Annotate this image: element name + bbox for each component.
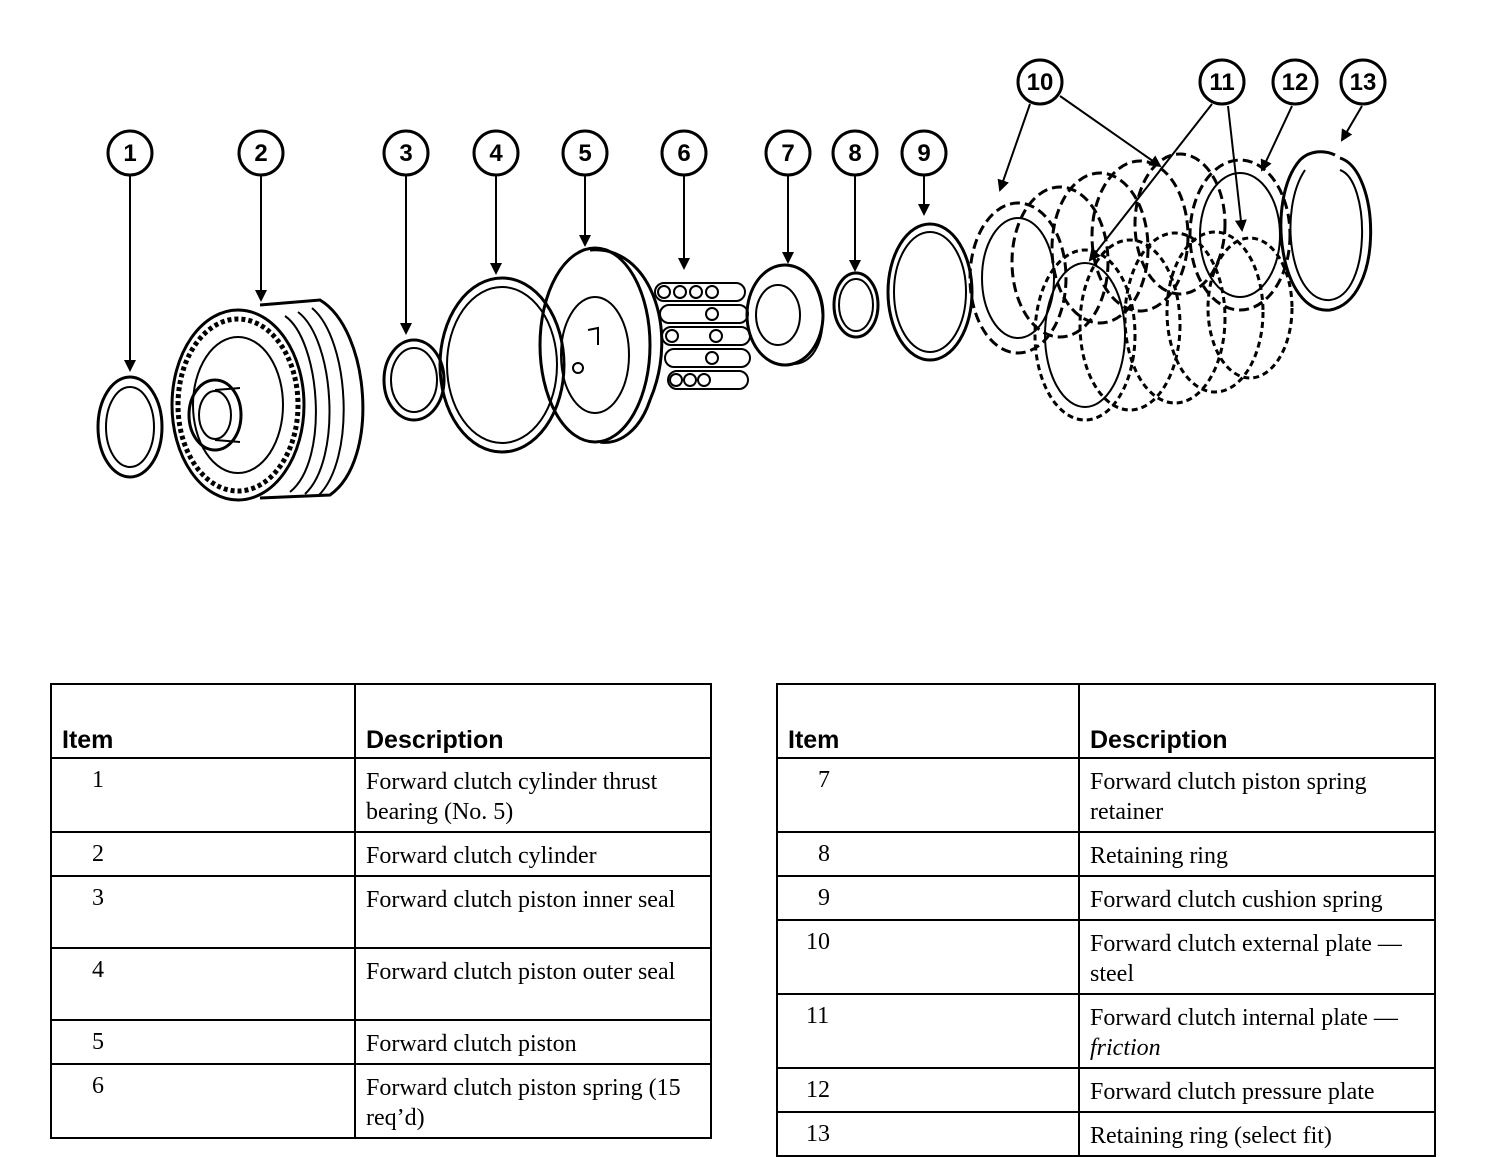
row-item: 7	[776, 757, 1080, 833]
svg-text:3: 3	[399, 140, 412, 167]
header-item: Item	[776, 683, 1080, 759]
row-item: 12	[776, 1067, 1080, 1113]
table-header-row: Item Description	[50, 683, 712, 759]
part-3-inner-seal	[382, 338, 446, 422]
row-item: 11	[776, 993, 1080, 1069]
table-row: 3 Forward clutch piston inner seal	[50, 875, 712, 949]
part-6-piston-springs	[654, 282, 751, 390]
table-row: 2 Forward clutch cylinder	[50, 831, 712, 877]
row-item: 13	[776, 1111, 1080, 1157]
row-description: Forward clutch cylinder	[354, 831, 712, 877]
callout-1: 1	[106, 129, 154, 177]
row-description: Forward clutch internal plate — friction	[1078, 993, 1436, 1069]
svg-text:8: 8	[848, 140, 861, 167]
svg-text:6: 6	[677, 140, 690, 167]
row-item: 2	[50, 831, 356, 877]
callout-4: 4	[472, 129, 520, 177]
row-item: 8	[776, 831, 1080, 877]
callout-10: 10	[1016, 58, 1064, 106]
callouts: 1 2 3 4 5 6 7 8 9 10 11 12 13	[106, 58, 1387, 177]
svg-text:10: 10	[1027, 69, 1054, 96]
svg-text:2: 2	[254, 140, 267, 167]
callout-5: 5	[561, 129, 609, 177]
row-item: 6	[50, 1063, 356, 1139]
row-description: Forward clutch piston inner seal	[354, 875, 712, 949]
callout-3: 3	[382, 129, 430, 177]
svg-text:4: 4	[489, 140, 503, 167]
callout-12: 12	[1271, 58, 1319, 106]
part-2-clutch-cylinder	[170, 298, 365, 502]
row-description: Forward clutch piston spring retainer	[1078, 757, 1436, 833]
callout-8: 8	[831, 129, 879, 177]
row-item: 3	[50, 875, 356, 949]
part-7-spring-retainer	[745, 263, 825, 367]
row-description: Retaining ring (select fit)	[1078, 1111, 1436, 1157]
row-description: Forward clutch piston spring (15 req’d)	[354, 1063, 712, 1139]
table-row: 4 Forward clutch piston outer seal	[50, 947, 712, 1021]
row-description-italic: friction	[1090, 1035, 1161, 1061]
row-item: 5	[50, 1019, 356, 1065]
table-row: 5 Forward clutch piston	[50, 1019, 712, 1065]
table-row: 11 Forward clutch internal plate — frict…	[776, 993, 1436, 1069]
svg-text:9: 9	[917, 140, 930, 167]
table-row: 1 Forward clutch cylinder thrust bearing…	[50, 757, 712, 833]
parts-table-right: Item Description 7 Forward clutch piston…	[776, 683, 1436, 1157]
row-item: 1	[50, 757, 356, 833]
row-description: Forward clutch external plate — steel	[1078, 919, 1436, 995]
callout-9: 9	[900, 129, 948, 177]
exploded-view-diagram: 1 2 3 4 5 6 7 8 9 10 11 12 13	[96, 58, 1387, 502]
callout-2: 2	[237, 129, 285, 177]
svg-text:12: 12	[1282, 69, 1309, 96]
part-13-select-fit-ring	[1279, 150, 1373, 312]
part-5-piston	[538, 246, 664, 444]
row-item: 4	[50, 947, 356, 1021]
table-header-row: Item Description	[776, 683, 1436, 759]
table-row: 7 Forward clutch piston spring retainer	[776, 757, 1436, 833]
row-description: Forward clutch cushion spring	[1078, 875, 1436, 921]
part-4-outer-seal	[438, 276, 566, 454]
row-description: Forward clutch piston outer seal	[354, 947, 712, 1021]
table-row: 12 Forward clutch pressure plate	[776, 1067, 1436, 1113]
svg-text:11: 11	[1209, 69, 1234, 96]
header-item: Item	[50, 683, 356, 759]
svg-text:5: 5	[578, 140, 591, 167]
callout-13: 13	[1339, 58, 1387, 106]
callout-11: 11	[1198, 58, 1246, 106]
header-description: Description	[1078, 683, 1436, 759]
callout-6: 6	[660, 129, 708, 177]
parts-table-left: Item Description 1 Forward clutch cylind…	[50, 683, 712, 1139]
table-row: 6 Forward clutch piston spring (15 req’d…	[50, 1063, 712, 1139]
svg-text:1: 1	[123, 140, 136, 167]
svg-text:13: 13	[1350, 69, 1377, 96]
header-description: Description	[354, 683, 712, 759]
table-row: 13 Retaining ring (select fit)	[776, 1111, 1436, 1157]
row-description: Forward clutch cylinder thrust bearing (…	[354, 757, 712, 833]
row-description: Forward clutch pressure plate	[1078, 1067, 1436, 1113]
row-description-text: Forward clutch internal plate —	[1090, 1005, 1398, 1031]
callout-7: 7	[764, 129, 812, 177]
table-row: 10 Forward clutch external plate — steel	[776, 919, 1436, 995]
row-description: Retaining ring	[1078, 831, 1436, 877]
svg-text:7: 7	[781, 140, 794, 167]
table-row: 9 Forward clutch cushion spring	[776, 875, 1436, 921]
part-1-thrust-bearing	[96, 375, 164, 479]
part-10-11-clutch-pack	[968, 152, 1294, 422]
part-8-retaining-ring	[832, 271, 880, 339]
row-item: 10	[776, 919, 1080, 995]
part-9-cushion-spring	[886, 222, 974, 362]
table-row: 8 Retaining ring	[776, 831, 1436, 877]
row-item: 9	[776, 875, 1080, 921]
row-description: Forward clutch piston	[354, 1019, 712, 1065]
callout-arrows	[124, 95, 1363, 372]
